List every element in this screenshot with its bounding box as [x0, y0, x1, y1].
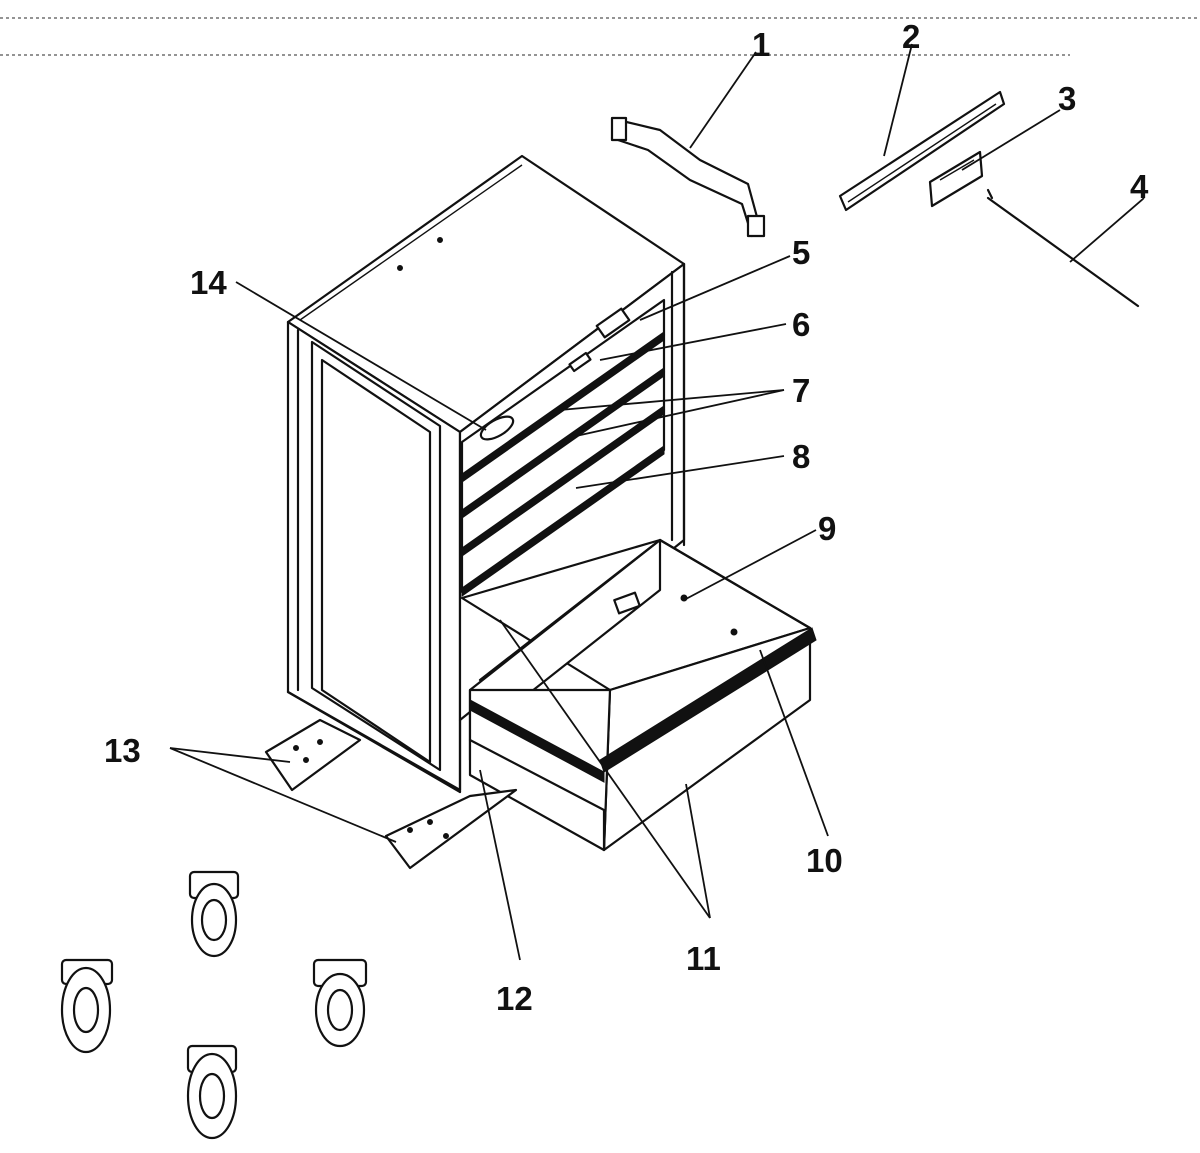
callout-12: 12 — [496, 980, 533, 1017]
callout-3: 3 — [1058, 80, 1076, 117]
caster-wheel — [312, 958, 368, 1048]
open-drawer — [460, 538, 817, 852]
callout-8: 8 — [792, 438, 810, 475]
callout-14: 14 — [190, 264, 227, 301]
caster-wheel — [60, 958, 114, 1054]
part-2-slide-rail — [838, 90, 1006, 212]
callout-labels: 1 2 3 4 5 6 7 8 9 10 11 12 13 14 — [104, 18, 1149, 1017]
part-4-rod — [986, 188, 1140, 308]
caster-wheel — [188, 870, 240, 958]
callout-2: 2 — [902, 18, 920, 55]
callout-6: 6 — [792, 306, 810, 343]
callout-10: 10 — [806, 842, 843, 879]
part-3-plate — [928, 150, 984, 208]
drawer-stack — [460, 298, 666, 597]
base-rails — [264, 718, 518, 870]
callout-4: 4 — [1130, 168, 1149, 205]
callout-5: 5 — [792, 234, 810, 271]
callout-1: 1 — [752, 26, 770, 63]
callout-leaders — [169, 43, 1145, 961]
callout-13: 13 — [104, 732, 141, 769]
caster-wheel — [186, 1044, 238, 1140]
part-1-bracket — [610, 116, 766, 238]
callout-9: 9 — [818, 510, 836, 547]
header-scan-lines — [0, 17, 1200, 56]
callout-7: 7 — [792, 372, 810, 409]
callout-11: 11 — [686, 940, 721, 977]
